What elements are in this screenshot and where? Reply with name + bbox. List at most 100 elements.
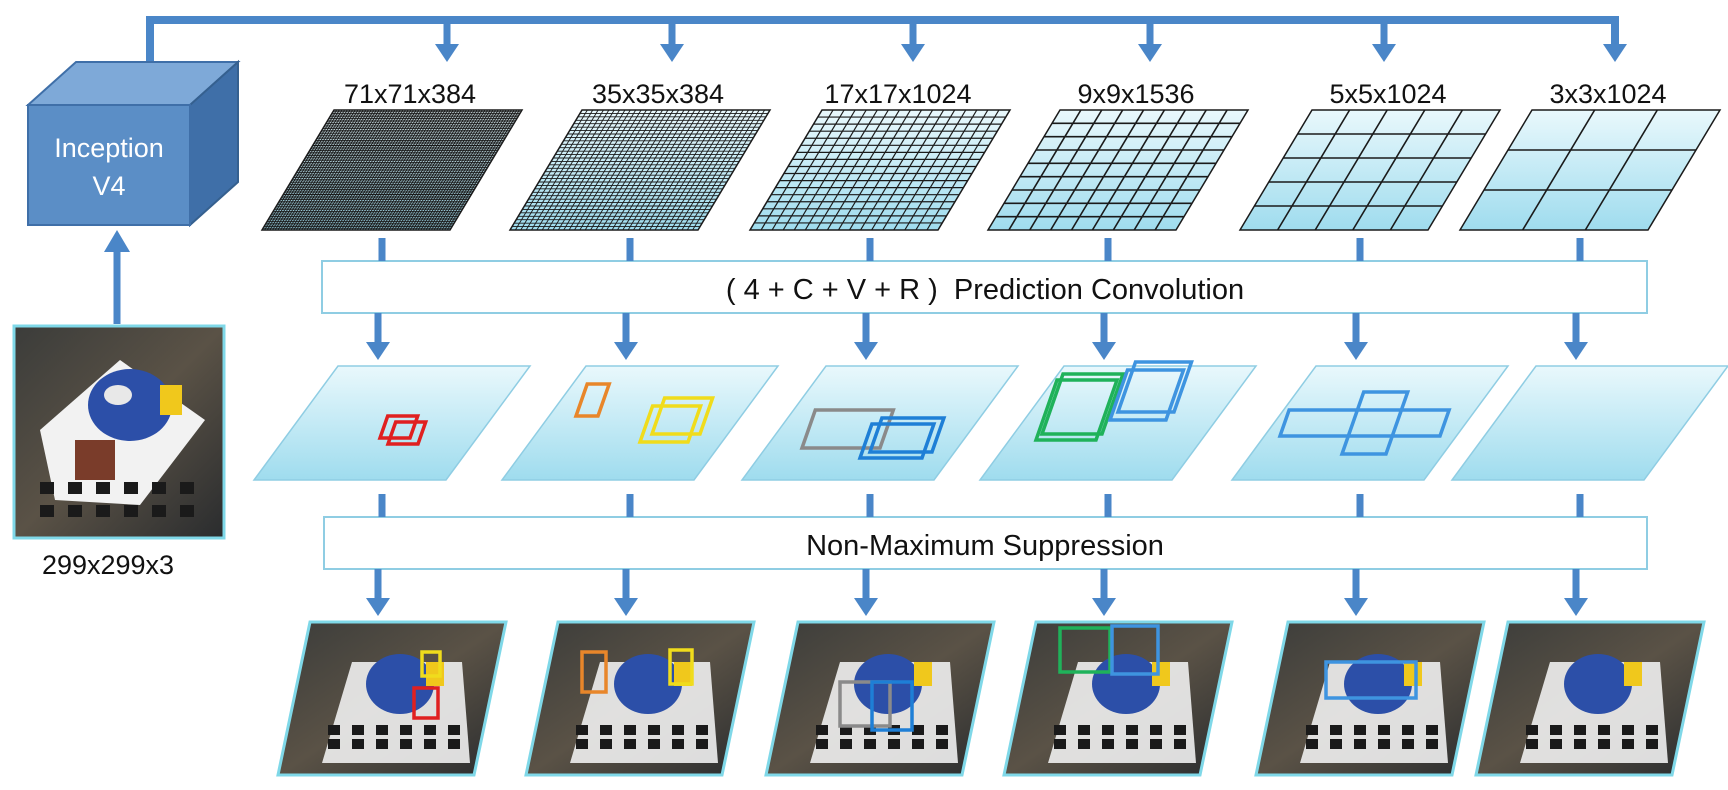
detection-box: [1033, 378, 1120, 442]
grid-line: [431, 109, 504, 231]
output-image-1: [276, 620, 508, 777]
grid-line: [446, 109, 520, 231]
grid-line: [536, 109, 610, 231]
top-arrow-head-2: [660, 44, 684, 62]
top-arrow-head-1: [435, 44, 459, 62]
grid-line: [595, 109, 669, 231]
output-image-4: [1002, 620, 1234, 777]
grid-line: [860, 109, 934, 231]
input-arrow-head: [104, 230, 130, 252]
grid-line: [547, 109, 620, 231]
output-image-row: [276, 620, 1706, 777]
grid-line: [1070, 109, 1145, 231]
detection-plane-row: [252, 360, 1728, 481]
grid-line: [692, 109, 766, 231]
grid-line: [1091, 109, 1166, 231]
grid-line: [417, 109, 491, 231]
top-arrow-head-4: [1138, 44, 1162, 62]
connector-arrow-head: [366, 342, 390, 360]
output-image-3: [764, 620, 996, 777]
grid-line: [444, 109, 518, 231]
grid-line: [425, 109, 499, 231]
grid-line: [611, 109, 685, 231]
grid-line: [520, 109, 594, 231]
inception-v4-box: Inception V4: [25, 59, 241, 228]
grid-line: [837, 109, 911, 231]
grid-line: [584, 109, 658, 231]
detection-box: [1277, 408, 1452, 438]
grid-line: [1276, 109, 1351, 231]
grid-line: [1029, 109, 1103, 231]
vertical-arrows: [366, 238, 1588, 616]
feature-map-1: [260, 109, 524, 231]
grid-line: [420, 109, 494, 231]
detection-box: [1107, 368, 1186, 422]
feature-map-3: [748, 109, 1012, 231]
feature-map-row: [260, 109, 1722, 231]
detection-box: [1115, 360, 1194, 414]
detection-box: [377, 414, 421, 440]
grid-line: [1314, 109, 1388, 231]
detection-box: [1110, 624, 1160, 676]
feature-map-label-1: 71x71x384: [344, 79, 476, 109]
prediction-convolution-bar: ( 4 + C + V + R ) Prediction Convolution: [321, 260, 1648, 314]
grid-line: [904, 109, 978, 231]
nms-label: Non-Maximum Suppression: [806, 530, 1164, 562]
detection-box: [420, 650, 442, 678]
detection-box: [580, 650, 608, 694]
prediction-convolution-label: ( 4 + C + V + R ) Prediction Convolution: [726, 274, 1244, 306]
grid-line: [433, 109, 507, 231]
feature-map-label-6: 3x3x1024: [1549, 79, 1666, 109]
grid-line: [660, 109, 733, 231]
grid-line: [514, 109, 588, 231]
detection-box: [1058, 626, 1112, 674]
connector-arrow-head: [854, 598, 878, 616]
feature-map-6: [1458, 109, 1722, 231]
grid-line: [686, 109, 760, 231]
inception-label: Inception: [54, 133, 164, 163]
grid-line: [531, 109, 604, 231]
connector-arrow-head: [1092, 342, 1116, 360]
grid-line: [1389, 109, 1464, 231]
grid-line: [439, 109, 512, 231]
grid-line: [525, 109, 599, 231]
grid-line: [627, 109, 701, 231]
detection-box: [1324, 660, 1418, 700]
top-arrow-head-3: [901, 44, 925, 62]
input-image: [12, 324, 226, 540]
grid-line: [681, 109, 755, 231]
grid-line: [826, 109, 900, 231]
grid-line: [1008, 109, 1082, 231]
grid-line: [617, 109, 690, 231]
output-image-5: [1254, 620, 1486, 777]
feature-map-4: [986, 109, 1250, 231]
detection-box: [649, 396, 716, 436]
grid-line: [760, 109, 834, 231]
connector-arrow-head: [1344, 598, 1368, 616]
connector-arrow-head: [614, 598, 638, 616]
feature-map-label-2: 35x35x384: [592, 79, 724, 109]
grid-line: [893, 109, 967, 231]
feature-map-label-5: 5x5x1024: [1329, 79, 1446, 109]
detection-box: [870, 680, 914, 732]
grid-line: [782, 109, 856, 231]
grid-line: [1133, 109, 1207, 231]
grid-line: [804, 109, 878, 231]
top-arrow-head-5: [1372, 44, 1396, 62]
grid-line: [574, 109, 647, 231]
feature-map-label-4: 9x9x1536: [1077, 79, 1194, 109]
output-image-2: [524, 620, 756, 777]
grid-line: [541, 109, 615, 231]
grid-line: [1112, 109, 1187, 231]
grid-line: [1584, 109, 1659, 231]
grid-line: [436, 109, 510, 231]
detection-box: [838, 680, 892, 728]
grid-line: [579, 109, 653, 231]
grid-line: [882, 109, 956, 231]
grid-line: [676, 109, 749, 231]
top-arrow-head-6: [1603, 44, 1627, 62]
grid-line: [590, 109, 663, 231]
grid-line: [926, 109, 1000, 231]
output-image-6: [1474, 620, 1706, 777]
